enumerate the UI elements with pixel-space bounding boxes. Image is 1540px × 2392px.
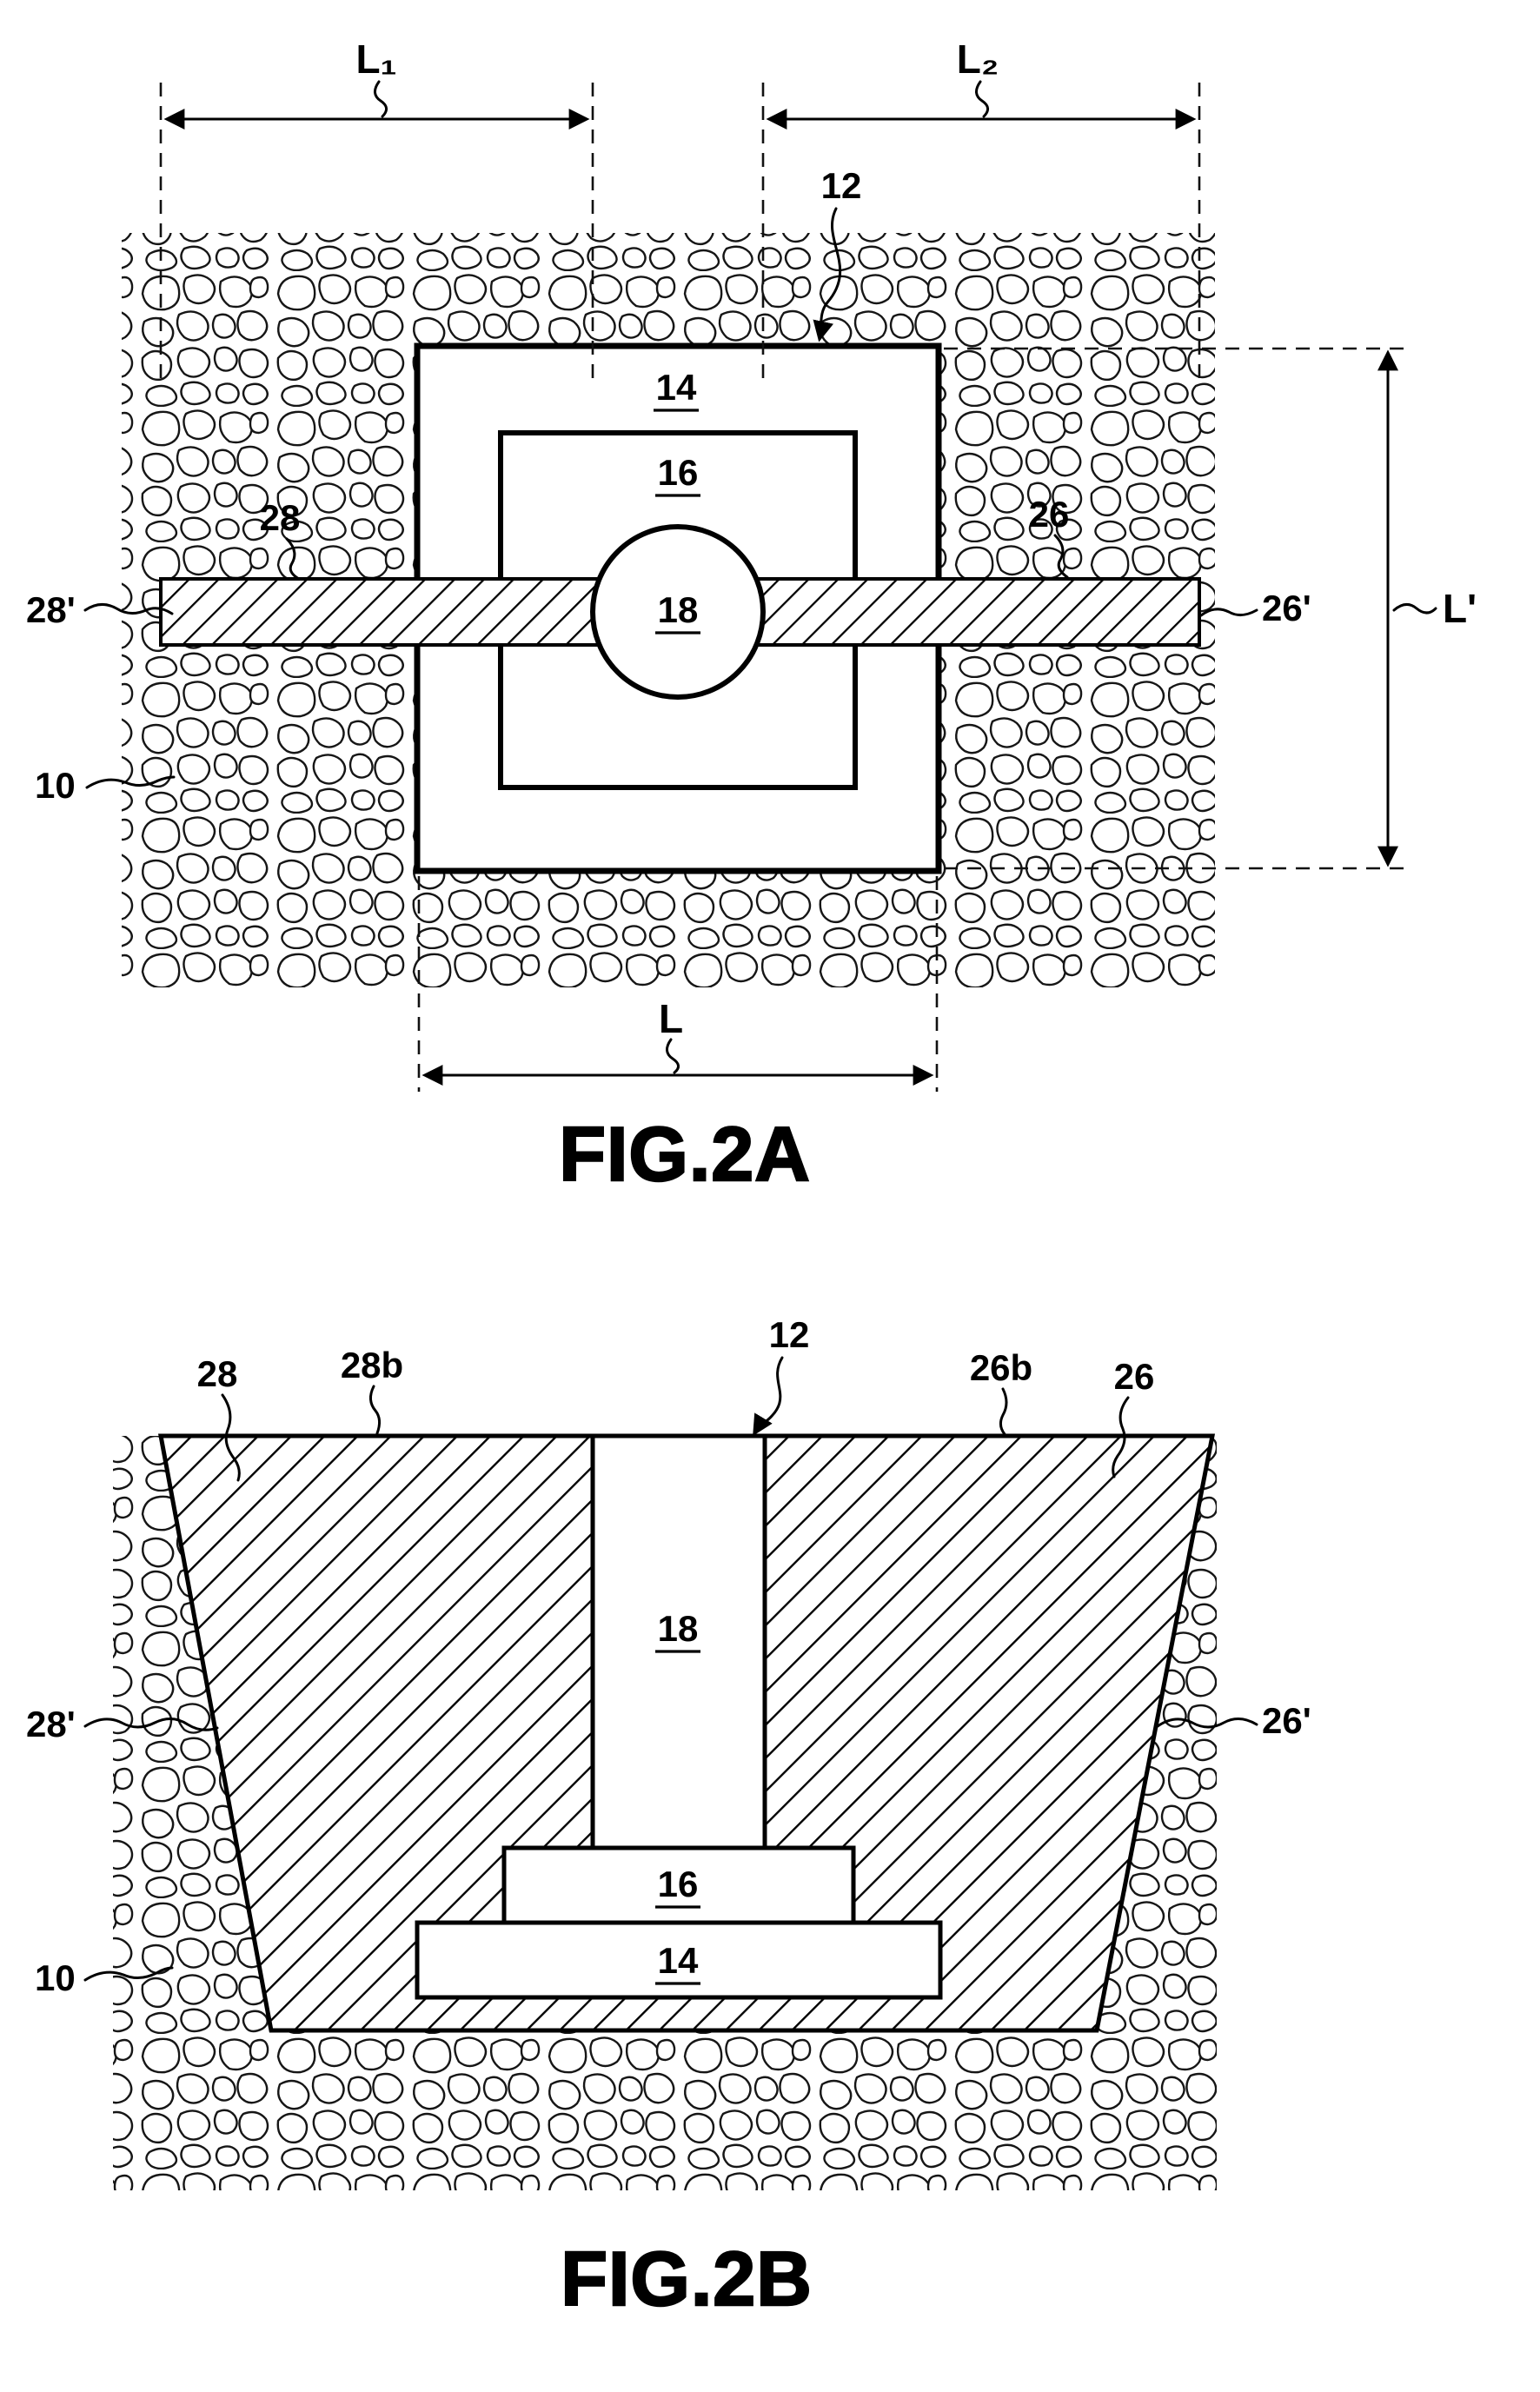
fig2b-caption: FIG.2B — [561, 2236, 813, 2322]
fig2a-leader-26 — [1053, 534, 1069, 579]
fig2a-label-26: 26 — [1029, 494, 1070, 535]
fig2a-label-26p: 26' — [1262, 588, 1311, 628]
fig2b-label-10: 10 — [35, 1957, 76, 1998]
fig2b-label-16: 16 — [658, 1864, 699, 1904]
fig2a-label-16: 16 — [658, 452, 699, 493]
fig2b-leader-28 — [221, 1393, 241, 1482]
fig2a-circle-18 — [590, 524, 766, 700]
fig2a-label-l2: L₂ — [957, 37, 999, 82]
fig2b-label-28: 28 — [197, 1353, 238, 1394]
fig2a: L₁ L₂ 12 L' L 14 16 18 28 26 28' 26' 10 — [26, 37, 1477, 1198]
fig2b-label-26: 26 — [1114, 1356, 1155, 1397]
fig2b-label-18: 18 — [658, 1608, 699, 1649]
fig2a-label-l: L — [659, 996, 683, 1041]
fig2b-leader-26p — [1156, 1718, 1258, 1729]
fig2b-label-14: 14 — [658, 1940, 699, 1981]
fig2b-leader-28b — [369, 1385, 382, 1435]
fig2b-mid-box-16 — [501, 1845, 856, 1925]
fig2a-label-28p: 28' — [26, 589, 76, 630]
fig2b-leader-10 — [83, 1966, 174, 1982]
fig2a-l2-squiggle — [975, 80, 989, 118]
fig2b-leader-12 — [753, 1356, 784, 1437]
fig2b-label-28p: 28' — [26, 1704, 76, 1744]
fig2a-leader-26p — [1199, 608, 1258, 617]
fig2a-l1-squiggle — [374, 80, 388, 118]
fig2b-label-12: 12 — [769, 1314, 810, 1355]
fig2b-column-18 — [590, 1433, 767, 1850]
fig2a-label-14: 14 — [656, 367, 697, 408]
fig2b-leader-28p — [83, 1718, 219, 1731]
fig2a-lprime-squiggle — [1392, 603, 1437, 615]
fig2a-label-28: 28 — [260, 497, 301, 538]
fig2b: 28 28b 12 26b 26 28' 26' 10 18 16 14 FIG… — [26, 1314, 1311, 2322]
fig2b-leader-26b — [999, 1387, 1008, 1436]
fig2a-caption: FIG.2A — [559, 1111, 811, 1197]
fig2a-label-18: 18 — [658, 589, 699, 630]
fig2a-label-12: 12 — [821, 165, 862, 206]
fig2b-label-26b: 26b — [970, 1347, 1032, 1388]
fig2b-label-28b: 28b — [341, 1345, 403, 1385]
fig2a-leader-28 — [285, 537, 301, 581]
fig2a-label-lprime: L' — [1443, 586, 1477, 631]
fig2a-leader-12 — [813, 207, 842, 342]
fig2b-leader-26 — [1112, 1396, 1130, 1478]
fig2a-l-squiggle — [666, 1038, 680, 1074]
fig2a-leader-28p — [83, 603, 174, 615]
fig2a-label-10: 10 — [35, 765, 76, 806]
fig2b-label-26p: 26' — [1262, 1700, 1311, 1741]
fig2a-leader-10 — [85, 775, 176, 789]
fig2a-label-l1: L₁ — [355, 37, 396, 82]
